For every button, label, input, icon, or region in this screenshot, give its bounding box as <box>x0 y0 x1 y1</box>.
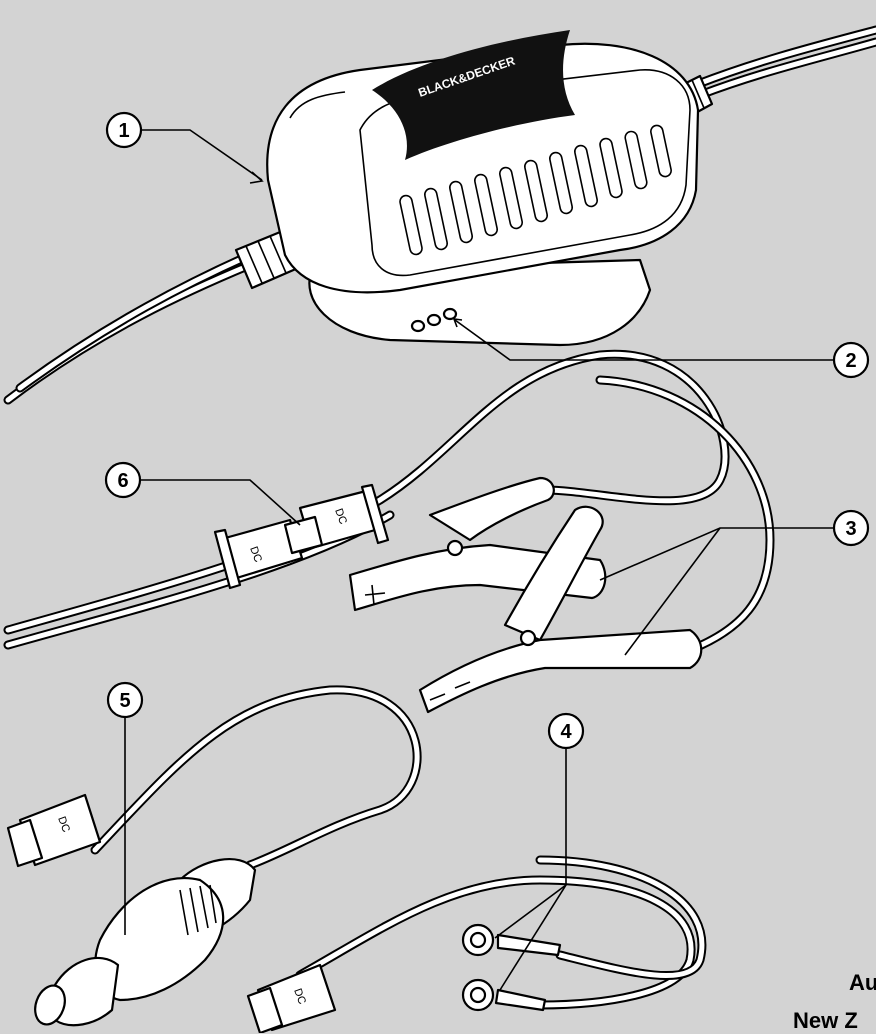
callout-6-label: 6 <box>117 470 128 492</box>
callout-1: 1 <box>107 113 141 147</box>
ac-power-cord <box>8 256 250 400</box>
callout-5-label: 5 <box>119 690 130 712</box>
charger-unit: BLACK&DECKER <box>267 30 698 345</box>
adapter-dc-plug: DC <box>8 795 100 866</box>
callout-2: 2 <box>834 343 868 377</box>
clamp-cable <box>8 354 770 650</box>
callout-1-label: 1 <box>118 120 129 142</box>
callout-5: 5 <box>108 683 142 717</box>
callout-2-label: 2 <box>845 350 856 372</box>
callout-3: 3 <box>834 511 868 545</box>
ring-terminal-harness: DC <box>248 860 702 1033</box>
edge-label-new-zealand: New Z <box>793 1008 858 1034</box>
cigarette-lighter-adapter <box>30 690 417 1029</box>
edge-label-australia: Au <box>849 970 876 996</box>
callout-6: 6 <box>106 463 140 497</box>
dc-output-cord-top <box>698 30 876 95</box>
callout-3-label: 3 <box>845 518 856 540</box>
callout-4-label: 4 <box>560 721 572 743</box>
callout-4: 4 <box>549 714 583 748</box>
